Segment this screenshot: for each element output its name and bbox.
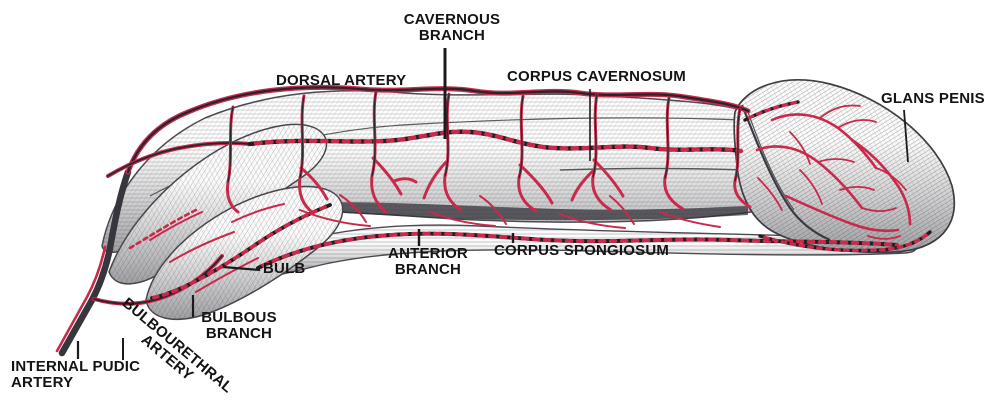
label-internal-pudic-artery: INTERNAL PUDIC ARTERY	[11, 358, 141, 391]
label-anterior-branch: ANTERIOR BRANCH	[388, 245, 468, 278]
arteries	[55, 84, 932, 357]
label-cavernous-branch: CAVERNOUS BRANCH	[403, 11, 501, 44]
internal-pudic-artery-vessel	[55, 168, 132, 357]
bulb-crus-vessels	[128, 203, 285, 293]
leader-glans-penis	[903, 109, 909, 163]
label-dorsal-artery: DORSAL ARTERY	[276, 72, 407, 89]
label-glans-penis: GLANS PENIS	[881, 90, 985, 107]
cavernous-branch-beaded-line	[247, 129, 744, 154]
glans-vessel-twigs	[757, 104, 907, 240]
bulbous-branch-beaded-line	[150, 203, 332, 300]
corona-inner-line	[747, 111, 795, 211]
glans-beaded-edges	[743, 100, 932, 253]
lower-shaft-vessels	[299, 194, 721, 229]
corona-line	[740, 104, 831, 242]
circumflex-branch-cores	[227, 91, 741, 183]
leader-bulb	[222, 265, 261, 272]
label-corpus-spongiosum: CORPUS SPONGIOSUM	[494, 242, 670, 259]
dorsal-artery-vessel	[125, 84, 751, 175]
shaft-shadow-band	[255, 202, 748, 221]
label-bulbous-branch: BULBOUS BRANCH	[201, 309, 277, 342]
leader-lines	[76, 48, 909, 360]
label-bulb: BULB	[263, 260, 306, 277]
glans-shape	[733, 79, 956, 254]
shaft-groove-line	[559, 167, 746, 171]
label-corpus-cavernosum: CORPUS CAVERNOSUM	[507, 68, 686, 85]
